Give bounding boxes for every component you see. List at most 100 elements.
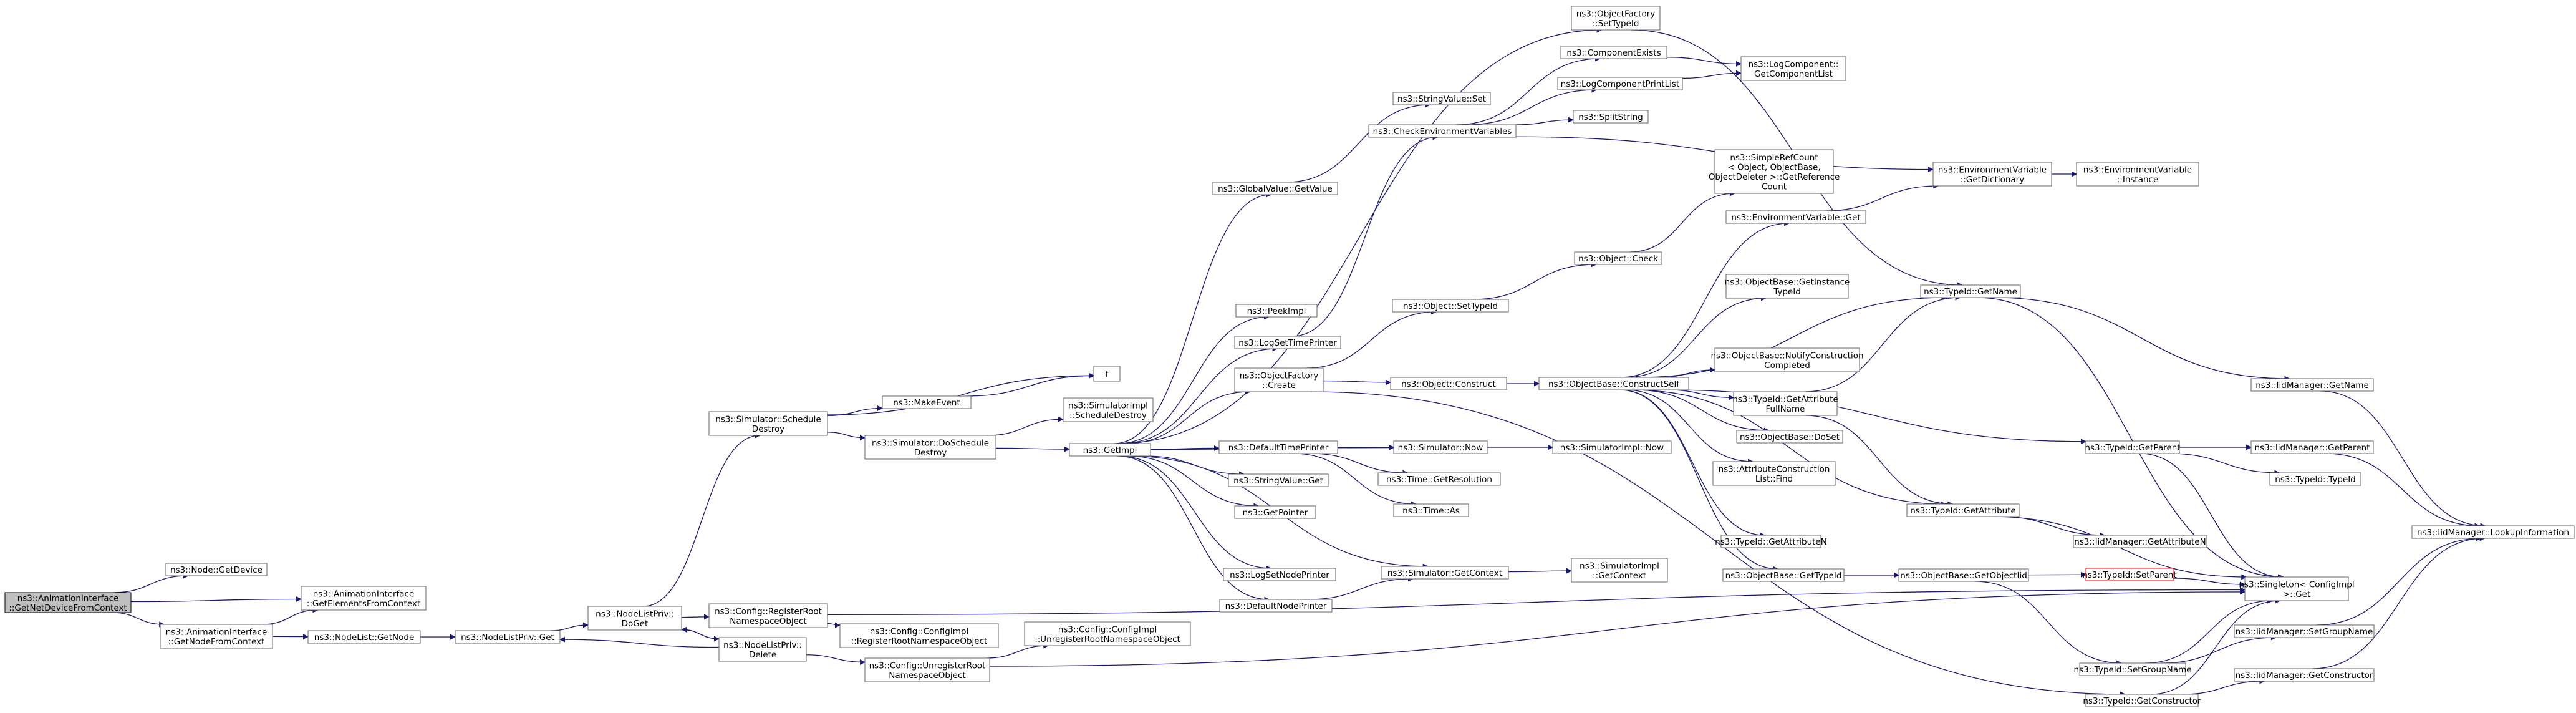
node-defaultnodeprinter[interactable]: ns3::DefaultNodePrinter [1219, 599, 1333, 613]
node-getimpl[interactable]: ns3::GetImpl [1069, 443, 1151, 457]
node-box[interactable] [1393, 440, 1488, 454]
node-box[interactable] [1714, 149, 1834, 194]
node-getdevice[interactable]: ns3::Node::GetDevice [165, 563, 268, 576]
node-peekimpl[interactable]: ns3::PeekImpl [1235, 304, 1318, 318]
node-box[interactable] [708, 411, 828, 436]
node-box[interactable] [1906, 503, 2020, 517]
node-box[interactable] [864, 657, 990, 682]
node-simimplgetctx[interactable]: ns3::SimulatorImpl::GetContext [1571, 558, 1668, 583]
node-box[interactable] [1725, 274, 1849, 299]
node-box[interactable] [1219, 599, 1333, 613]
node-defaulttimeprinter[interactable]: ns3::DefaultTimePrinter [1218, 440, 1338, 454]
node-getelements[interactable]: ns3::AnimationInterface::GetElementsFrom… [301, 586, 427, 611]
node-iidgetparent[interactable]: ns3::IidManager::GetParent [2250, 440, 2374, 454]
node-box[interactable] [1368, 124, 1517, 138]
node-box[interactable] [1392, 92, 1491, 105]
node-box[interactable] [307, 630, 421, 644]
node-getresolution[interactable]: ns3::Time::GetResolution [1377, 472, 1501, 486]
node-logsetnode[interactable]: ns3::LogSetNodePrinter [1223, 568, 1336, 581]
node-logsettime[interactable]: ns3::LogSetTimePrinter [1234, 336, 1341, 349]
node-box[interactable] [1557, 77, 1683, 90]
node-box[interactable] [2269, 472, 2361, 486]
node-objsettypeid[interactable]: ns3::Object::SetTypeId [1392, 299, 1509, 313]
node-getattributen[interactable]: ns3::TypeId::GetAttributeN [1715, 535, 1827, 548]
node-componentexists[interactable]: ns3::ComponentExists [1560, 46, 1667, 59]
node-box[interactable] [864, 435, 996, 460]
node-globalvalue[interactable]: ns3::GlobalValue::GetValue [1212, 182, 1338, 195]
node-root[interactable]: ns3::AnimationInterface::GetNetDeviceFro… [4, 592, 132, 613]
node-getcomplist[interactable]: ns3::LogComponent::GetComponentList [1740, 56, 1846, 81]
node-typeidgetattribute[interactable]: ns3::TypeId::GetAttribute [1906, 503, 2020, 517]
node-iidgetconstructor[interactable]: ns3::IidManager::GetConstructor [2234, 668, 2375, 682]
node-box[interactable] [2411, 525, 2575, 539]
node-box[interactable] [1552, 440, 1672, 454]
node-box[interactable] [1571, 558, 1668, 583]
node-timeas[interactable]: ns3::Time::As [1393, 503, 1469, 517]
node-getobjectiid[interactable]: ns3::ObjectBase::GetObjectIid [1898, 568, 2029, 582]
node-stringvalueget[interactable]: ns3::StringValue::Get [1228, 473, 1329, 487]
node-stringvalueset[interactable]: ns3::StringValue::Set [1392, 92, 1491, 105]
node-box[interactable] [1571, 6, 1661, 31]
node-typeidsetgroup[interactable]: ns3::TypeId::SetGroupName [2073, 662, 2192, 676]
node-simplerefcount[interactable]: ns3::SimpleRefCount< Object, ObjectBase,… [1709, 149, 1840, 194]
node-objconstruct[interactable]: ns3::Object::Construct [1390, 377, 1507, 390]
node-box[interactable] [718, 637, 807, 662]
node-box[interactable] [708, 603, 828, 628]
node-simimplsched[interactable]: ns3::SimulatorImpl::ScheduleDestroy [1063, 397, 1154, 422]
node-getnodefromctx[interactable]: ns3::AnimationInterface::GetNodeFromCont… [160, 624, 273, 649]
node-box[interactable] [1898, 568, 2029, 582]
node-unregroot[interactable]: ns3::Config::UnregisterRootNamespaceObje… [864, 657, 990, 682]
node-box[interactable] [2085, 694, 2199, 707]
node-cfgunregroot[interactable]: ns3::Config::ConfigImpl::UnregisterRootN… [1024, 621, 1191, 646]
node-nlpdoget[interactable]: ns3::NodeListPriv::DoGet [587, 606, 682, 631]
node-box[interactable] [1223, 568, 1336, 581]
node-box[interactable] [1740, 56, 1846, 81]
node-box[interactable] [1733, 391, 1838, 416]
node-box[interactable] [1574, 251, 1662, 265]
node-box[interactable] [301, 586, 427, 611]
node-makeevent[interactable]: ns3::MakeEvent [882, 395, 972, 409]
node-box[interactable] [1920, 284, 2021, 298]
node-typeidgetname[interactable]: ns3::TypeId::GetName [1920, 284, 2021, 298]
node-nodelistgetnode[interactable]: ns3::NodeList::GetNode [307, 630, 421, 644]
node-f[interactable]: f [1093, 366, 1121, 382]
node-typeidsetparent[interactable]: ns3::TypeId::SetParent [2082, 568, 2177, 581]
node-box[interactable] [587, 606, 682, 631]
node-box[interactable] [1069, 443, 1151, 457]
node-iidsetgroup[interactable]: ns3::IidManager::SetGroupName [2234, 624, 2375, 638]
node-schedule[interactable]: ns3::Simulator::ScheduleDestroy [708, 411, 828, 436]
node-box[interactable] [1393, 503, 1469, 517]
node-box[interactable] [2079, 662, 2186, 676]
node-box[interactable] [2073, 535, 2207, 548]
node-box[interactable] [1235, 304, 1318, 318]
node-checkenv[interactable]: ns3::CheckEnvironmentVariables [1368, 124, 1517, 138]
node-getpointer[interactable]: ns3::GetPointer [1234, 505, 1316, 519]
node-box[interactable] [1392, 299, 1509, 313]
node-box[interactable] [1573, 110, 1649, 124]
node-box[interactable] [2234, 624, 2375, 638]
node-objfactorycreate[interactable]: ns3::ObjectFactory::Create [1234, 367, 1324, 392]
node-singletonget[interactable]: ns3::Singleton< ConfigImpl>::Get [2239, 576, 2355, 601]
node-box[interactable] [1714, 347, 1860, 372]
node-box[interactable] [1234, 505, 1316, 519]
node-box[interactable] [1712, 461, 1836, 486]
node-settypeid_factory[interactable]: ns3::ObjectFactory::SetTypeId [1571, 6, 1661, 31]
node-envget[interactable]: ns3::EnvironmentVariable::Get [1725, 210, 1866, 224]
node-box[interactable] [2244, 576, 2349, 601]
node-objbasegettypeid[interactable]: ns3::ObjectBase::GetTypeId [1722, 568, 1845, 582]
node-typeidtypeid[interactable]: ns3::TypeId::TypeId [2269, 472, 2361, 486]
node-box[interactable] [2250, 440, 2374, 454]
node-iidgetname[interactable]: ns3::IidManager::GetName [2250, 378, 2374, 392]
node-iidlookup[interactable]: ns3::IidManager::LookupInformation [2411, 525, 2575, 539]
node-box[interactable] [839, 623, 999, 648]
node-box[interactable] [165, 563, 268, 576]
node-cfgregroot[interactable]: ns3::Config::ConfigImpl::RegisterRootNam… [839, 623, 999, 648]
node-simgetcontext[interactable]: ns3::Simulator::GetContext [1381, 566, 1509, 580]
node-box[interactable] [1560, 46, 1667, 59]
node-logcompprintlist[interactable]: ns3::LogComponentPrintList [1557, 77, 1683, 90]
node-constructself[interactable]: ns3::ObjectBase::ConstructSelf [1538, 377, 1689, 390]
node-box[interactable] [4, 592, 132, 613]
node-box[interactable] [1024, 621, 1191, 646]
node-box[interactable] [2076, 162, 2199, 187]
